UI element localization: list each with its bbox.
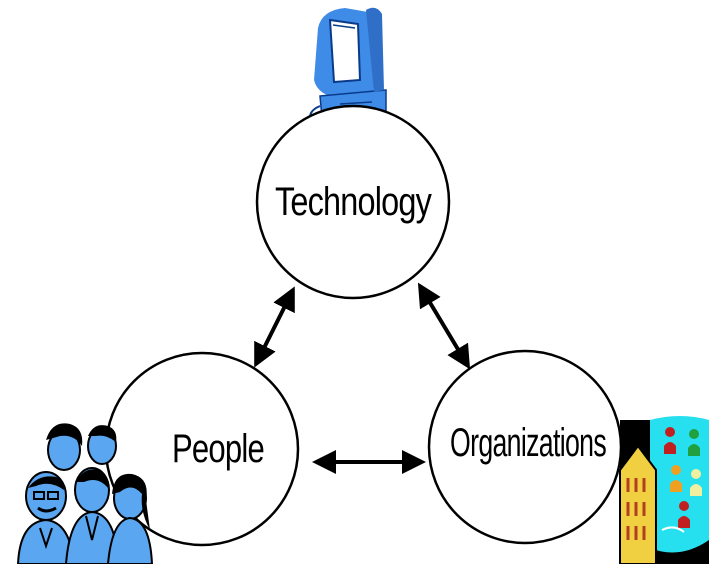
organizations-label: Organizations [450,421,606,465]
technology-label: Technology [275,180,432,224]
arrow-technology-organizations [417,282,471,370]
technology-node-circle [255,104,451,300]
arrow-technology-people [254,286,295,368]
people-label: People [172,427,264,471]
office-building-icon [619,416,709,564]
people-group-icon [16,423,154,564]
